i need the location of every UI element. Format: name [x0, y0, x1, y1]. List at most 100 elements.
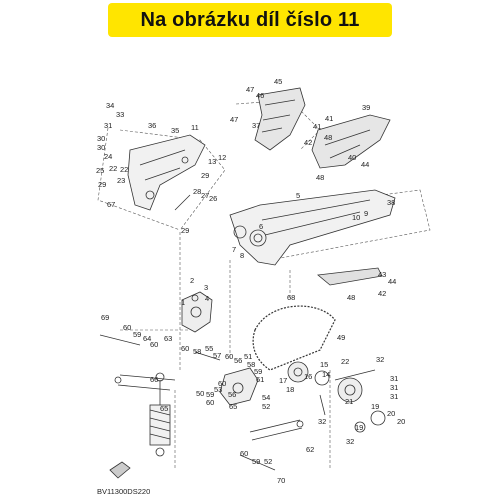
callout: 58 [193, 347, 201, 356]
callout: 31 [390, 374, 398, 383]
callout: 59 [206, 390, 214, 399]
callout: 68 [287, 293, 295, 302]
callout: 49 [337, 333, 345, 342]
callout: 60 [225, 352, 233, 361]
callout: 33 [116, 110, 124, 119]
callout: 59 [133, 330, 141, 339]
callout: 30 [97, 143, 105, 152]
callout: 21 [345, 397, 353, 406]
callout: 6 [259, 222, 263, 231]
callout: 60 [206, 398, 214, 407]
callout: 1 [181, 298, 185, 307]
callout: 15 [320, 360, 328, 369]
callout: 55 [205, 344, 213, 353]
callout: 5 [296, 191, 300, 200]
callout: 66 [150, 375, 158, 384]
sprocket-hub-shape [287, 361, 386, 433]
callout: 47 [246, 85, 254, 94]
callout: 48 [347, 293, 355, 302]
callout: 62 [306, 445, 314, 454]
bolts [99, 194, 376, 471]
callout: 7 [232, 245, 236, 254]
heat-shield-shape [254, 87, 306, 151]
callout: 61 [256, 375, 264, 384]
callout: 22 [109, 164, 117, 173]
callout: 11 [191, 123, 199, 132]
callout: 42 [378, 289, 386, 298]
callout: 27 [201, 191, 209, 200]
callout: 54 [262, 393, 270, 402]
swing-arm-shape [229, 189, 396, 266]
callout: 18 [286, 385, 294, 394]
callout: 29 [201, 171, 209, 180]
callout: 60 [181, 344, 189, 353]
callout: 19 [355, 423, 363, 432]
callout: 28 [193, 187, 201, 196]
cover-shape [311, 114, 391, 169]
callout: 36 [148, 121, 156, 130]
callout: 23 [117, 176, 125, 185]
callout: 30 [97, 134, 105, 143]
callout: 12 [218, 153, 226, 162]
drive-chain-shape [252, 305, 336, 371]
callout: 58 [247, 360, 255, 369]
callout: 37 [252, 121, 260, 130]
callout: 34 [106, 101, 114, 110]
callout: 2 [190, 276, 194, 285]
rear-shock-shape [149, 372, 171, 457]
callout: 3 [204, 283, 208, 292]
callout: 42 [304, 138, 312, 147]
callout: 31 [104, 121, 112, 130]
callout: 56 [234, 356, 242, 365]
callout: 44 [361, 160, 369, 169]
reference-icon [109, 461, 131, 479]
callout: 20 [387, 409, 395, 418]
callout: 63 [164, 334, 172, 343]
callout: 19 [371, 402, 379, 411]
chain-guard-shape [317, 267, 383, 286]
callout: 25 [96, 166, 104, 175]
title-banner: Na obrázku díl číslo 11 [108, 3, 392, 37]
callout: 60 [150, 340, 158, 349]
callout: 64 [143, 334, 151, 343]
callout: 65 [160, 404, 168, 413]
callout: 31 [390, 383, 398, 392]
callout: 40 [348, 153, 356, 162]
callout: 32 [376, 355, 384, 364]
callout: 65 [229, 402, 237, 411]
callout: 60 [240, 449, 248, 458]
callout: 9 [364, 209, 368, 218]
callout: 70 [277, 476, 285, 485]
callout-labels: 34 33 36 35 11 31 30 30 12 24 13 22 29 2… [96, 77, 405, 485]
callout: 52 [264, 457, 272, 466]
relay-arm-shape [219, 367, 259, 406]
callout: 29 [181, 226, 189, 235]
link-knuckle-shape [181, 291, 213, 333]
callout: 22 [341, 357, 349, 366]
callout: 10 [352, 213, 360, 222]
title-text: Na obrázku díl číslo 11 [140, 8, 360, 31]
connecting-rods [114, 374, 304, 441]
callout: 60 [123, 323, 131, 332]
callout: 20 [397, 417, 405, 426]
callout: 50 [196, 389, 204, 398]
callout: 22 [120, 165, 128, 174]
callout: 35 [171, 126, 179, 135]
callout: 24 [104, 152, 112, 161]
callout: 60 [218, 379, 226, 388]
callout: 26 [209, 194, 217, 203]
callout: 48 [324, 133, 332, 142]
callout: 48 [316, 173, 324, 182]
callout: 16 [304, 372, 312, 381]
callout: 56 [228, 390, 236, 399]
callout: 59 [252, 457, 260, 466]
callout: 44 [388, 277, 396, 286]
callout: 43 [378, 270, 386, 279]
callout: 29 [98, 180, 106, 189]
callout: 46 [256, 91, 264, 100]
callout: 38 [387, 198, 395, 207]
callout: 39 [362, 103, 370, 112]
callout: 69 [101, 313, 109, 322]
callout: 32 [318, 417, 326, 426]
